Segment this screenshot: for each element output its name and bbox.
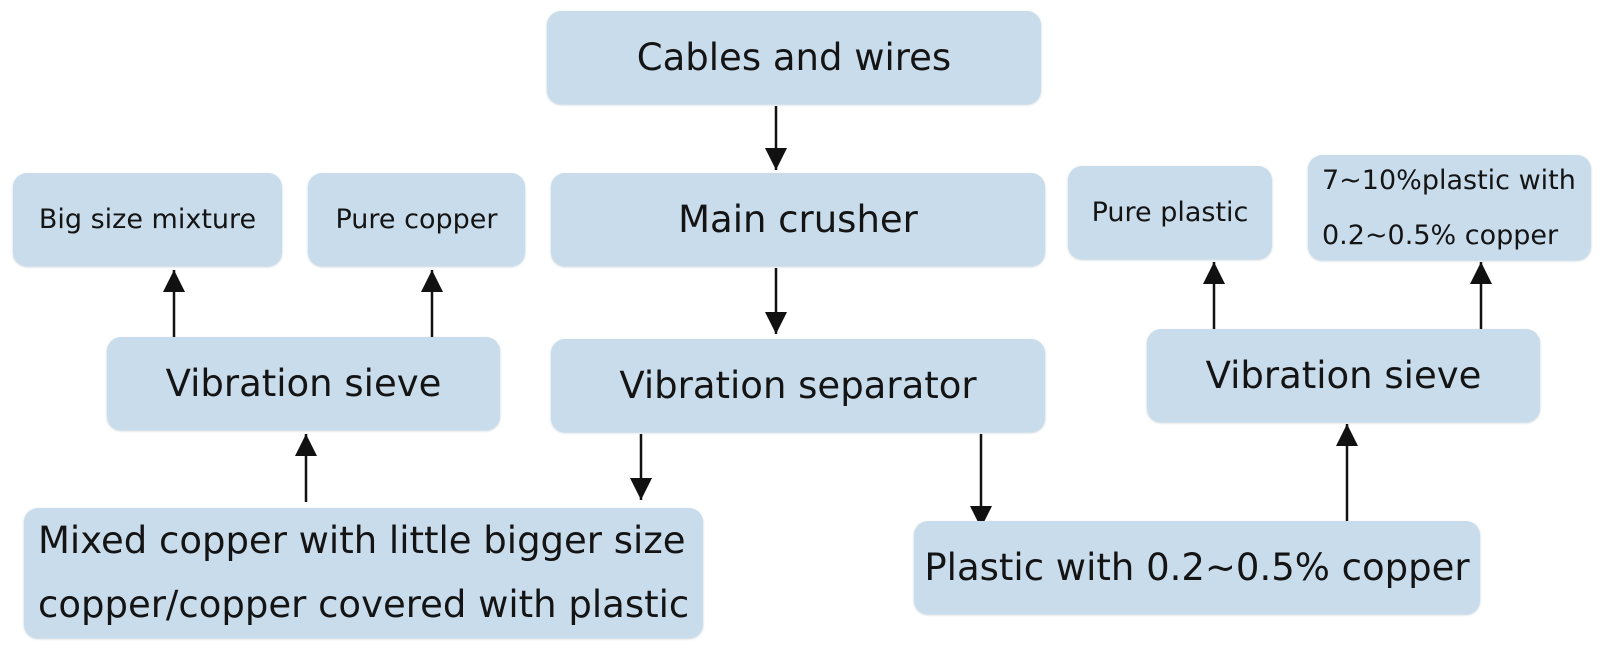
node-big-size-mixture: Big size mixture <box>13 173 282 266</box>
node-main-crusher: Main crusher <box>551 173 1045 266</box>
arrowhead-sieve-left-to-big-mix <box>163 270 185 292</box>
node-label: Main crusher <box>678 198 918 241</box>
arrowhead-crusher-to-separator <box>765 312 787 334</box>
node-plastic-with-copper: Plastic with 0.2~0.5% copper <box>914 521 1480 614</box>
node-label-line-2: 0.2~0.5% copper <box>1322 219 1559 251</box>
node-label: Pure plastic <box>1091 197 1249 228</box>
node-vibration-sieve-right: Vibration sieve <box>1147 329 1540 422</box>
node-label: Pure copper <box>335 204 498 235</box>
arrowhead-mixed-copper-to-sieve-left <box>295 434 317 456</box>
node-label: Plastic with 0.2~0.5% copper <box>924 546 1470 589</box>
node-plastic-7-10-percent: 7~10%plastic with 0.2~0.5% copper <box>1308 155 1591 260</box>
arrowhead-separator-to-mixed-copper <box>630 478 652 500</box>
node-label: Big size mixture <box>38 204 257 235</box>
node-label: Vibration sieve <box>165 362 442 405</box>
node-vibration-sieve-left: Vibration sieve <box>107 337 500 430</box>
node-label-line-1: 7~10%plastic with <box>1322 164 1576 196</box>
arrowhead-sieve-left-to-pure-copper <box>421 270 443 292</box>
node-vibration-separator: Vibration separator <box>551 339 1045 432</box>
node-label-line-2: copper/copper covered with plastic <box>38 583 690 626</box>
node-label: Vibration separator <box>619 364 977 407</box>
arrowhead-sieve-right-to-pure-plastic <box>1203 262 1225 284</box>
node-mixed-copper: Mixed copper with little bigger size cop… <box>24 508 703 638</box>
arrowhead-separator-to-plastic-copper <box>970 506 992 528</box>
node-pure-copper: Pure copper <box>308 173 525 266</box>
node-cables-and-wires: Cables and wires <box>547 11 1041 104</box>
arrowhead-plastic-copper-to-sieve-right <box>1336 424 1358 446</box>
node-label: Cables and wires <box>636 36 952 79</box>
arrowhead-cables-to-crusher <box>765 148 787 170</box>
node-label-line-1: Mixed copper with little bigger size <box>38 519 686 562</box>
node-label: Vibration sieve <box>1205 354 1482 397</box>
arrowhead-sieve-right-to-plastic-710 <box>1470 262 1492 284</box>
node-pure-plastic: Pure plastic <box>1068 166 1272 259</box>
